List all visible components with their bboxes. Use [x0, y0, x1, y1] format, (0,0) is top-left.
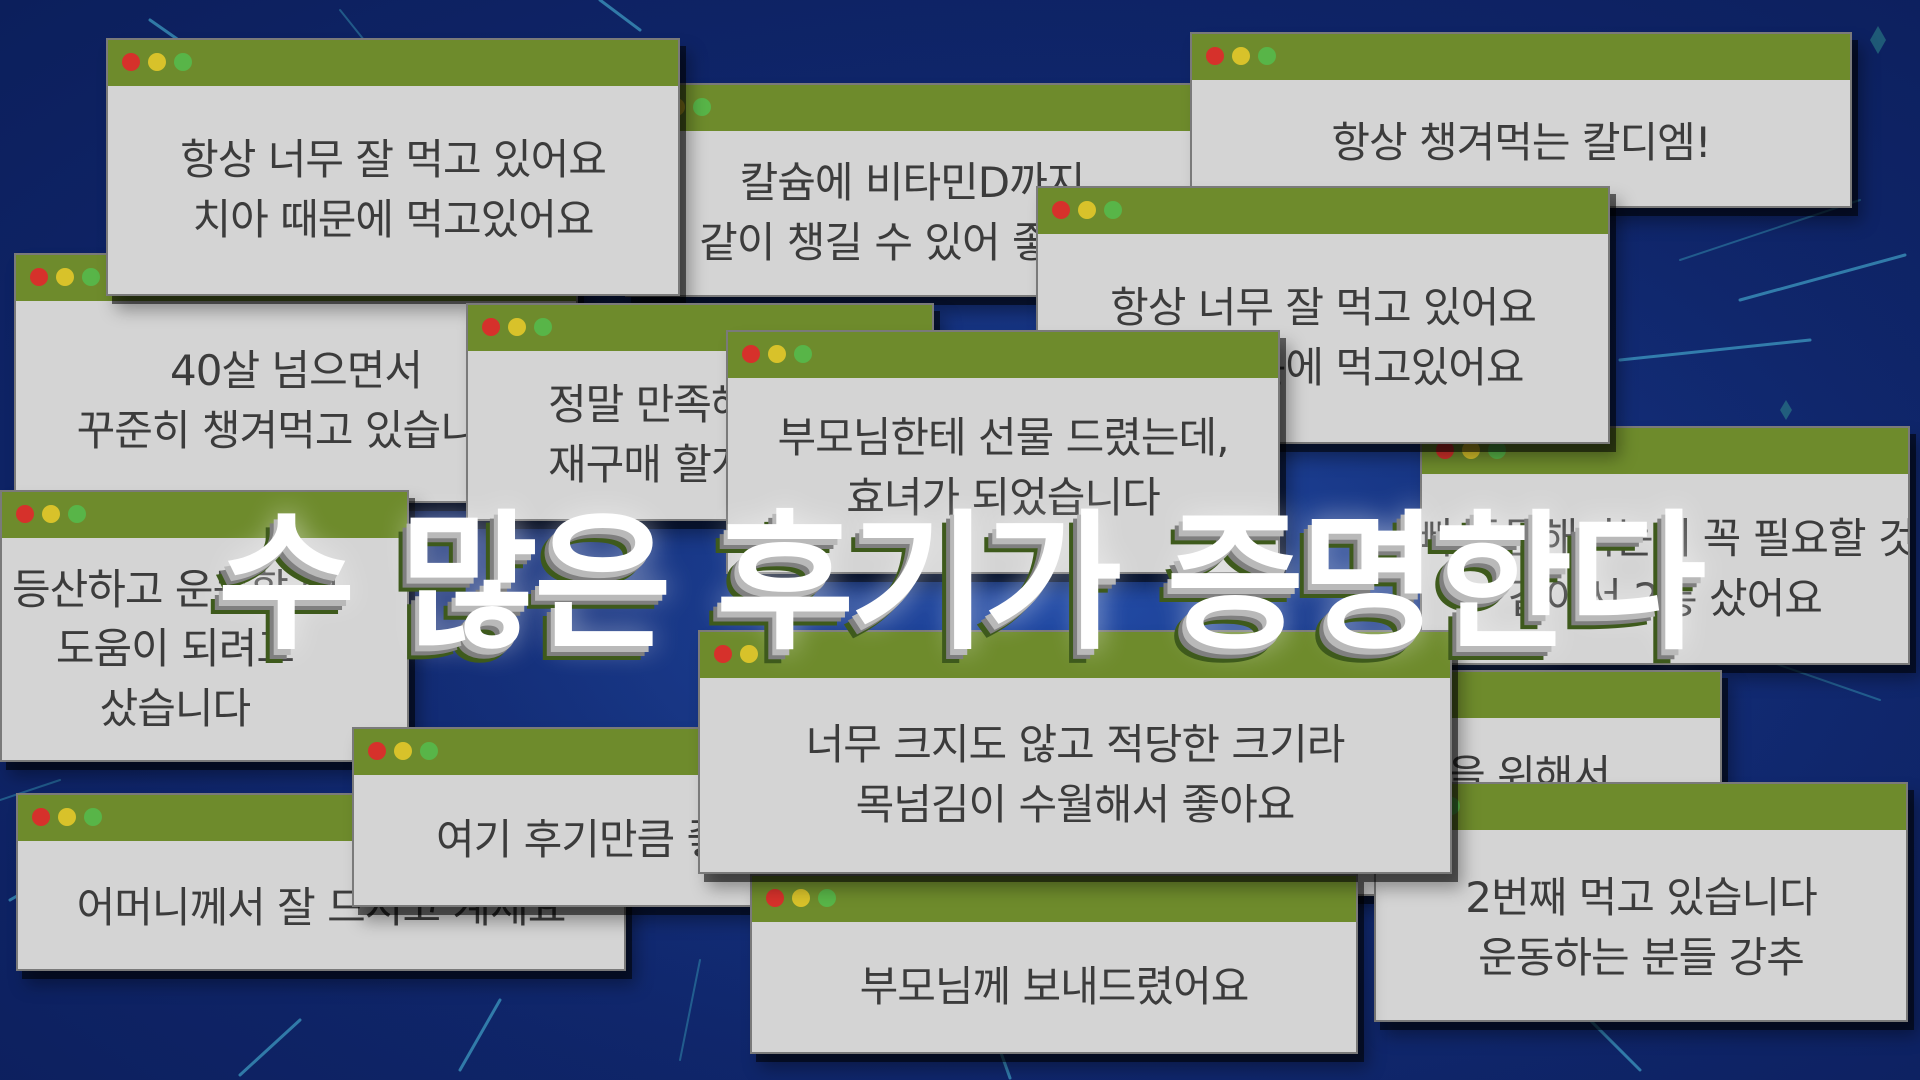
close-dot-icon [368, 742, 386, 760]
close-dot-icon [1206, 47, 1224, 65]
window-titlebar [2, 492, 407, 538]
review-window: 뼈 튼튼해지는데 꼭 필요할 것 같아서 2통 샀어요 [1420, 426, 1910, 665]
review-window: 부모님께 보내드렸어요 [750, 874, 1358, 1054]
maximize-dot-icon [174, 53, 192, 71]
review-window: 칼슘에 비타민D까지 같이 챙길 수 있어 좋아요 [625, 83, 1199, 297]
maximize-dot-icon [766, 645, 784, 663]
close-dot-icon [32, 808, 50, 826]
review-window: 너무 크지도 않고 적당한 크기라 목넘김이 수월해서 좋아요 [698, 630, 1452, 874]
window-titlebar [1192, 34, 1850, 80]
window-titlebar [700, 632, 1450, 678]
maximize-dot-icon [1258, 47, 1276, 65]
review-text: 항상 챙겨먹는 칼디엠! [1331, 118, 1711, 168]
maximize-dot-icon [534, 318, 552, 336]
window-titlebar [752, 876, 1356, 922]
maximize-dot-icon [1104, 201, 1122, 219]
maximize-dot-icon [818, 889, 836, 907]
close-dot-icon [16, 505, 34, 523]
review-window: 등산하고 운동할 때 도움이 되려고 샀습니다 [0, 490, 409, 762]
headline: 수 많은 후기가 증명한다 [217, 497, 1707, 671]
window-titlebar [728, 332, 1278, 378]
review-text: 2번째 먹고 있습니다 운동하는 분들 강추 [1465, 873, 1818, 982]
maximize-dot-icon [420, 742, 438, 760]
minimize-dot-icon [1078, 201, 1096, 219]
review-window: 부모님한테 선물 드렸는데, 효녀가 되었습니다 [726, 330, 1280, 574]
review-text: 부모님한테 선물 드렸는데, 효녀가 되었습니다 [777, 413, 1229, 522]
minimize-dot-icon [1462, 441, 1480, 459]
minimize-dot-icon [58, 808, 76, 826]
window-titlebar [1376, 784, 1906, 830]
window-titlebar [108, 40, 678, 86]
window-titlebar [1038, 188, 1608, 234]
maximize-dot-icon [68, 505, 86, 523]
minimize-dot-icon [148, 53, 166, 71]
close-dot-icon [714, 645, 732, 663]
review-window: 항상 너무 잘 먹고 있어요 치아 때문에 먹고있어요 [106, 38, 680, 296]
review-text: 부모님께 보내드렸어요 [859, 962, 1250, 1012]
minimize-dot-icon [792, 889, 810, 907]
minimize-dot-icon [56, 268, 74, 286]
close-dot-icon [1052, 201, 1070, 219]
maximize-dot-icon [82, 268, 100, 286]
minimize-dot-icon [768, 345, 786, 363]
review-text: 항상 너무 잘 먹고 있어요 치아 때문에 먹고있어요 [180, 135, 607, 244]
review-window: 2번째 먹고 있습니다 운동하는 분들 강추 [1374, 782, 1908, 1022]
close-dot-icon [122, 53, 140, 71]
review-text: 등산하고 운동할 때 도움이 되려고 샀습니다 [12, 564, 339, 733]
minimize-dot-icon [1232, 47, 1250, 65]
review-window: 항상 챙겨먹는 칼디엠! [1190, 32, 1852, 208]
close-dot-icon [1436, 441, 1454, 459]
minimize-dot-icon [394, 742, 412, 760]
maximize-dot-icon [693, 98, 711, 116]
minimize-dot-icon [740, 645, 758, 663]
minimize-dot-icon [508, 318, 526, 336]
minimize-dot-icon [42, 505, 60, 523]
maximize-dot-icon [1488, 441, 1506, 459]
maximize-dot-icon [84, 808, 102, 826]
review-text: 너무 크지도 않고 적당한 크기라 목넘김이 수월해서 좋아요 [805, 720, 1346, 829]
maximize-dot-icon [794, 345, 812, 363]
close-dot-icon [482, 318, 500, 336]
review-text: 칼슘에 비타민D까지 같이 챙길 수 있어 좋아요 [699, 158, 1126, 267]
window-titlebar [627, 85, 1197, 131]
review-text: 뼈 튼튼해지는데 꼭 필요할 것 같아서 2통 샀어요 [1422, 513, 1908, 623]
close-dot-icon [30, 268, 48, 286]
close-dot-icon [742, 345, 760, 363]
close-dot-icon [766, 889, 784, 907]
